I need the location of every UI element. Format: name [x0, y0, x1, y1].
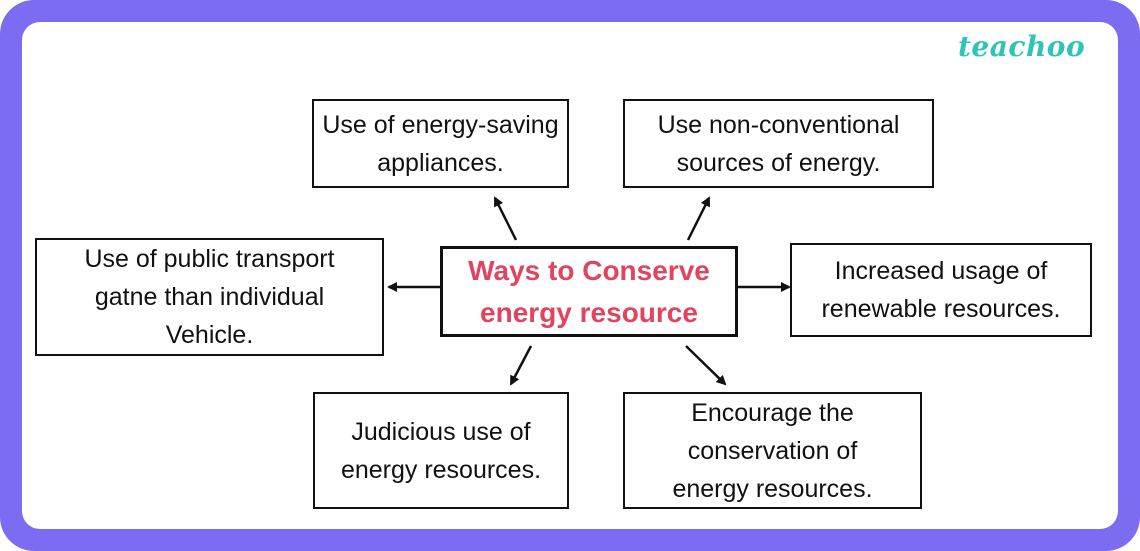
node-non-conventional-sources: Use non-conventional sources of energy.: [623, 99, 934, 188]
node-public-transport: Use of public transport gatne than indiv…: [35, 238, 384, 356]
node-judicious-use: Judicious use of energy resources.: [313, 392, 569, 509]
arrow-to-energy-saving: [493, 196, 518, 241]
node-encourage-conservation: Encourage the conservation of energy res…: [623, 392, 922, 509]
node-renewable-label: Increased usage of renewable resources.: [821, 257, 1061, 323]
central-topic-label: Ways to Conserve energy resource: [468, 254, 710, 328]
node-encourage-label: Encourage the conservation of energy res…: [672, 398, 873, 503]
node-energy-saving-label: Use of energy-saving appliances.: [322, 110, 559, 177]
teachoo-logo: teachoo: [958, 30, 1086, 63]
node-public-transport-label: Use of public transport gatne than indiv…: [84, 245, 335, 349]
node-energy-saving-appliances: Use of energy-saving appliances.: [312, 99, 569, 188]
node-judicious-label: Judicious use of energy resources.: [340, 417, 542, 484]
arrow-to-encourage: [685, 345, 727, 386]
arrow-to-judicious: [509, 345, 533, 386]
node-renewable-resources: Increased usage of renewable resources.: [790, 243, 1092, 337]
central-topic: Ways to Conserve energy resource: [440, 246, 738, 337]
arrow-to-non-conventional: [686, 196, 711, 241]
node-non-conventional-label: Use non-conventional sources of energy.: [657, 110, 900, 177]
